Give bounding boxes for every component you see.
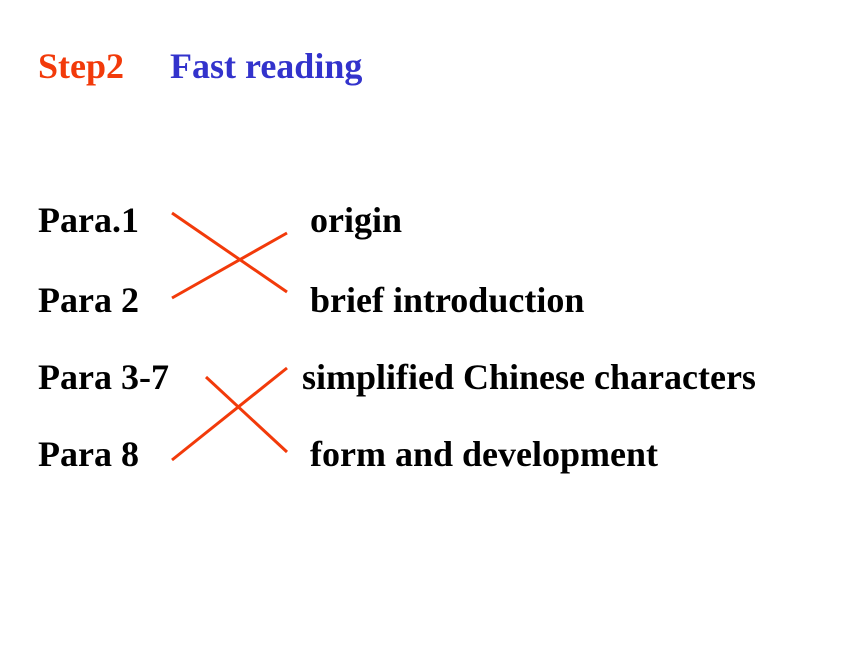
match-line-para4-to-topic3 [171, 366, 288, 462]
topic-form-development: form and development [310, 434, 658, 474]
section-title: Fast reading [170, 46, 363, 86]
match-line-para3-to-topic4 [204, 375, 289, 454]
topic-brief-introduction: brief introduction [310, 280, 585, 320]
match-line-para2-to-topic1 [171, 231, 288, 300]
para-label-4: Para 8 [38, 434, 139, 474]
para-label-3: Para 3-7 [38, 357, 169, 397]
para-label-1: Para.1 [38, 200, 139, 240]
para-label-2: Para 2 [38, 280, 139, 320]
slide-heading: Step2 Fast reading [38, 42, 362, 90]
topic-simplified-characters: simplified Chinese characters [302, 357, 756, 397]
match-line-para1-to-topic2 [171, 211, 288, 294]
topic-origin: origin [310, 200, 403, 240]
step-label: Step2 [38, 46, 125, 86]
